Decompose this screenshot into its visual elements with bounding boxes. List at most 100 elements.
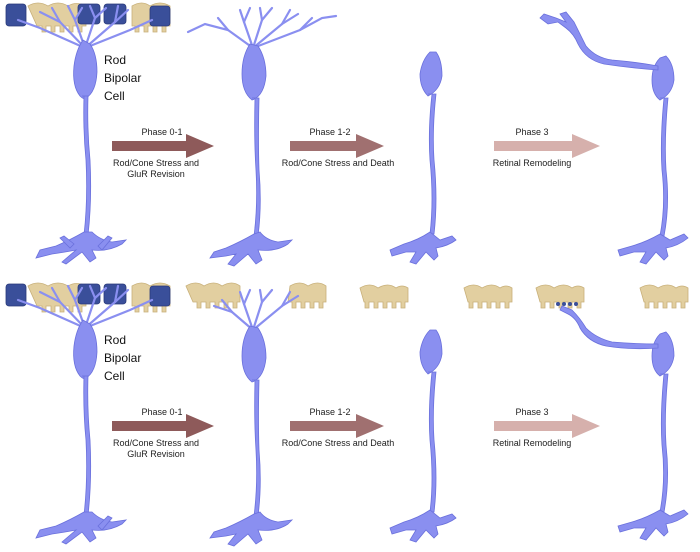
dendrite — [83, 298, 154, 330]
dendrite — [16, 18, 87, 50]
photoreceptor-layer-top-1 — [5, 2, 171, 33]
phase-arrow — [494, 414, 600, 438]
phase-arrow — [290, 134, 384, 158]
phase-label: Phase 1-2 — [309, 127, 350, 137]
photoreceptor — [639, 284, 689, 309]
dendrite — [298, 16, 314, 32]
neuron-part — [209, 231, 294, 267]
dendrite — [220, 298, 234, 314]
dendrite — [50, 286, 62, 304]
phase-label: Phase 3 — [515, 127, 548, 137]
dendrite — [93, 6, 108, 20]
dendrite — [280, 8, 292, 26]
dendrite — [260, 288, 274, 304]
dendrite — [16, 298, 87, 330]
cell-label-cell: Cell — [104, 369, 125, 383]
neuron-part — [651, 331, 675, 377]
photoreceptor-layer-bottom-4 — [535, 284, 689, 309]
cell-label-bipolar: Bipolar — [104, 351, 141, 365]
bipolar-cell-bottom-stage1 — [16, 284, 154, 545]
neuron-part — [389, 231, 457, 265]
cell-label-rod: Rod — [104, 53, 126, 67]
neuron-part — [82, 375, 92, 516]
dendrite — [186, 22, 255, 50]
transition-phase-1-2-bottom: Phase 1-2 Rod/Cone Stress and Death — [282, 407, 395, 448]
neuron-part — [428, 371, 437, 513]
neuron-part — [59, 235, 75, 249]
photoreceptor — [287, 282, 327, 309]
dendrites — [16, 4, 154, 50]
neuron-part — [35, 511, 128, 545]
cell-label-cell: Cell — [104, 89, 125, 103]
neuron-part — [97, 515, 113, 531]
bipolar-cell-top-stage2 — [186, 6, 338, 267]
neuron-part — [659, 373, 669, 513]
photoreceptor-layer-bottom-3 — [359, 284, 513, 309]
dendrite — [260, 6, 274, 22]
synaptic-terminal — [149, 5, 171, 27]
neuron-part — [73, 319, 98, 380]
dendrites — [212, 288, 300, 332]
bipolar-cell-bottom-stage4 — [559, 305, 689, 541]
dendrite — [242, 288, 252, 306]
neuron-part — [389, 509, 457, 543]
phase-label: Phase 1-2 — [309, 407, 350, 417]
dendrite — [216, 16, 230, 32]
dendrite — [251, 294, 300, 332]
dendrite — [93, 286, 108, 300]
neuron-part — [428, 93, 437, 235]
phase-arrow — [112, 134, 214, 158]
synaptic-terminal — [103, 3, 127, 25]
bipolar-cell-top-stage4 — [539, 11, 689, 265]
neuron-part — [209, 511, 294, 547]
dendrite — [251, 14, 338, 50]
caption-line-1: Rod/Cone Stress and Death — [282, 158, 395, 168]
synaptic-terminal — [77, 3, 101, 25]
caption-line-2: GluR Revision — [127, 449, 185, 459]
bipolar-cell-top-stage1 — [16, 4, 154, 265]
dendrites — [16, 284, 154, 330]
dendrite — [113, 4, 120, 24]
dendrite — [251, 12, 300, 50]
dendrite — [73, 6, 84, 22]
transition-phase-1-2-top: Phase 1-2 Rod/Cone Stress and Death — [282, 127, 395, 168]
caption-line-1: Rod/Cone Stress and — [113, 438, 199, 448]
neuron-part — [617, 233, 689, 265]
neuron-part — [241, 325, 267, 383]
neuron-part — [419, 51, 443, 97]
dendrite — [212, 304, 255, 332]
transition-phase-3-bottom: Phase 3 Retinal Remodeling — [493, 407, 600, 448]
photoreceptor — [185, 282, 241, 309]
caption-line-1: Rod/Cone Stress and Death — [282, 438, 395, 448]
neuron-part — [252, 379, 261, 517]
phase-label: Phase 0-1 — [141, 127, 182, 137]
photoreceptor-layer-bottom-1 — [5, 282, 171, 313]
caption-line-1: Rod/Cone Stress and — [113, 158, 199, 168]
neuron-part — [539, 11, 659, 71]
neuron-part — [617, 509, 689, 541]
neuron-part — [651, 55, 675, 101]
dendrites — [186, 6, 338, 50]
phase-label: Phase 3 — [515, 407, 548, 417]
synaptic-terminal — [103, 283, 127, 305]
neuron-part — [97, 235, 113, 251]
phase-arrow — [290, 414, 384, 438]
panel-top: Rod Bipolar Cell — [5, 2, 689, 267]
synaptic-terminal — [77, 283, 101, 305]
dendrite — [280, 290, 292, 308]
dendrite — [242, 6, 252, 24]
neuron-part — [35, 231, 128, 265]
synaptic-terminal — [149, 285, 171, 307]
bipolar-cell-bottom-stage3 — [389, 329, 457, 543]
cell-label-bipolar: Bipolar — [104, 71, 141, 85]
neuron-part — [419, 329, 443, 375]
phase-label: Phase 0-1 — [141, 407, 182, 417]
caption-line-1: Retinal Remodeling — [493, 158, 572, 168]
neuron-part — [73, 39, 98, 100]
photoreceptor — [463, 284, 513, 309]
neuron-part — [252, 97, 261, 237]
dendrite — [73, 286, 84, 302]
phase-arrow — [494, 134, 600, 158]
